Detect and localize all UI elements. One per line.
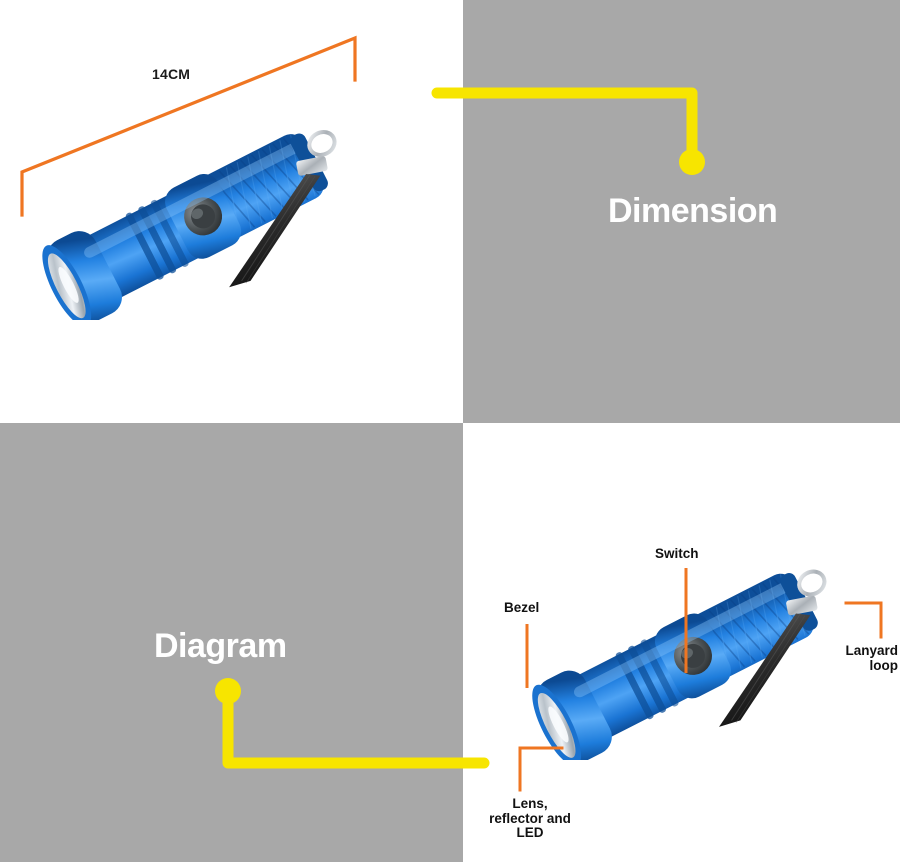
knurl-texture <box>700 574 815 673</box>
dimension-measurement-label: 14CM <box>152 66 191 82</box>
flashlight-body-group-bottom <box>532 569 827 760</box>
flashlight-illustration-bottom <box>500 545 895 760</box>
lens-led <box>58 266 79 303</box>
bezel <box>537 670 612 760</box>
grip-ring <box>138 206 177 274</box>
grip-ring <box>628 645 666 713</box>
lens-led <box>548 706 569 743</box>
section-title-diagram: Diagram <box>154 627 287 665</box>
bezel <box>47 231 122 320</box>
flashlight-body-group-top <box>42 130 337 320</box>
body-highlight <box>573 582 789 698</box>
callout-label-bezel: Bezel <box>504 600 540 615</box>
panel-dimension-title <box>463 0 900 423</box>
strap-weave <box>731 613 801 721</box>
strap-weave <box>735 615 806 723</box>
split-ring <box>797 569 827 597</box>
lanyard-ferrule <box>786 595 818 616</box>
callout-label-lanyard-loop: Lanyard loop <box>845 643 898 673</box>
grip-ring <box>150 199 189 267</box>
callout-label-lens-reflector-led: Lens, reflector and LED <box>489 796 571 841</box>
grip-ring <box>640 639 679 707</box>
lanyard-strap <box>719 613 811 727</box>
flashlight-svg-bottom <box>532 569 827 760</box>
grip-ring <box>125 212 164 280</box>
grip-ring <box>615 652 654 720</box>
section-title-dimension: Dimension <box>608 192 778 230</box>
flashlight-svg-top <box>42 130 337 320</box>
flashlight-illustration-top <box>8 105 408 320</box>
panel-diagram-title <box>0 423 463 862</box>
callout-label-switch: Switch <box>655 546 699 561</box>
